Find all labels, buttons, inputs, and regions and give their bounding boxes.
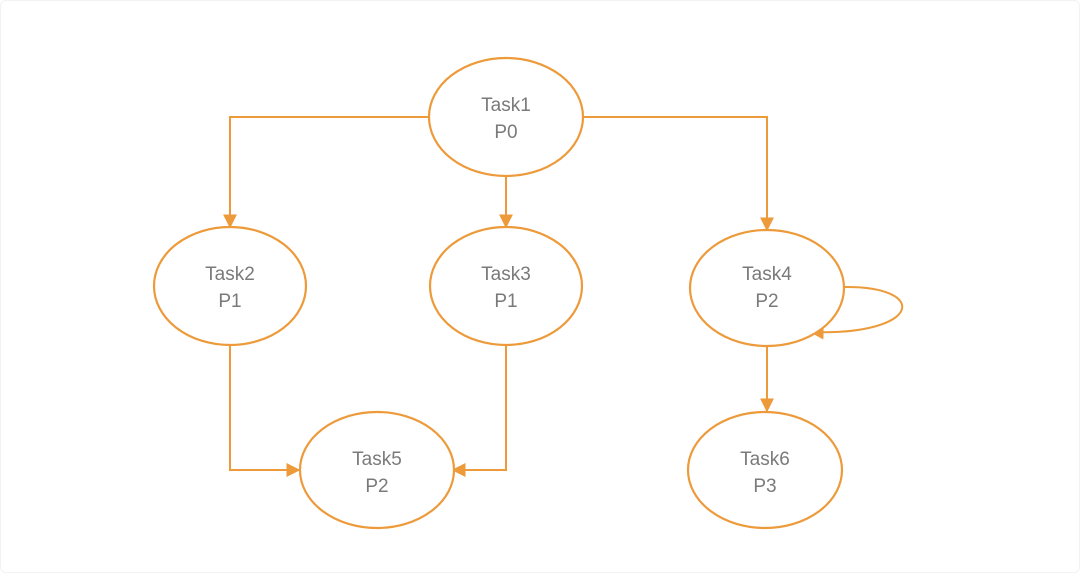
node-task5: Task5 P2 (298, 410, 456, 530)
node-task1-name: Task1 (481, 95, 531, 116)
node-task2-name: Task2 (205, 264, 255, 285)
node-task4-priority: P2 (755, 291, 778, 312)
edges (223, 116, 904, 477)
node-task1: Task1 P0 (427, 56, 585, 178)
node-task4: Task4 P2 (688, 228, 846, 348)
node-task2-priority: P1 (218, 291, 241, 312)
node-task2-ellipse (152, 225, 308, 347)
node-task3-name: Task3 (481, 264, 531, 285)
node-task1-priority: P0 (494, 122, 517, 143)
node-task2: Task2 P1 (152, 225, 308, 347)
node-task4-ellipse (688, 228, 846, 348)
node-task5-priority: P2 (365, 476, 388, 497)
node-task1-ellipse (427, 56, 585, 178)
edge-task1-task2 (223, 116, 429, 229)
node-task3-priority: P1 (494, 291, 517, 312)
node-task3: Task3 P1 (428, 225, 584, 347)
edge-task3-task5 (451, 344, 507, 477)
edge-task1-task4 (583, 116, 774, 232)
node-task4-name: Task4 (742, 264, 792, 285)
node-task6-name: Task6 (740, 449, 790, 470)
node-task5-ellipse (298, 410, 456, 530)
node-task6-priority: P3 (753, 476, 776, 497)
node-task3-ellipse (428, 225, 584, 347)
edge-task4-self-loop (809, 285, 904, 340)
node-task5-name: Task5 (352, 449, 402, 470)
node-task6: Task6 P3 (686, 410, 844, 530)
node-task6-ellipse (686, 410, 844, 530)
edge-task2-task5 (229, 345, 301, 477)
